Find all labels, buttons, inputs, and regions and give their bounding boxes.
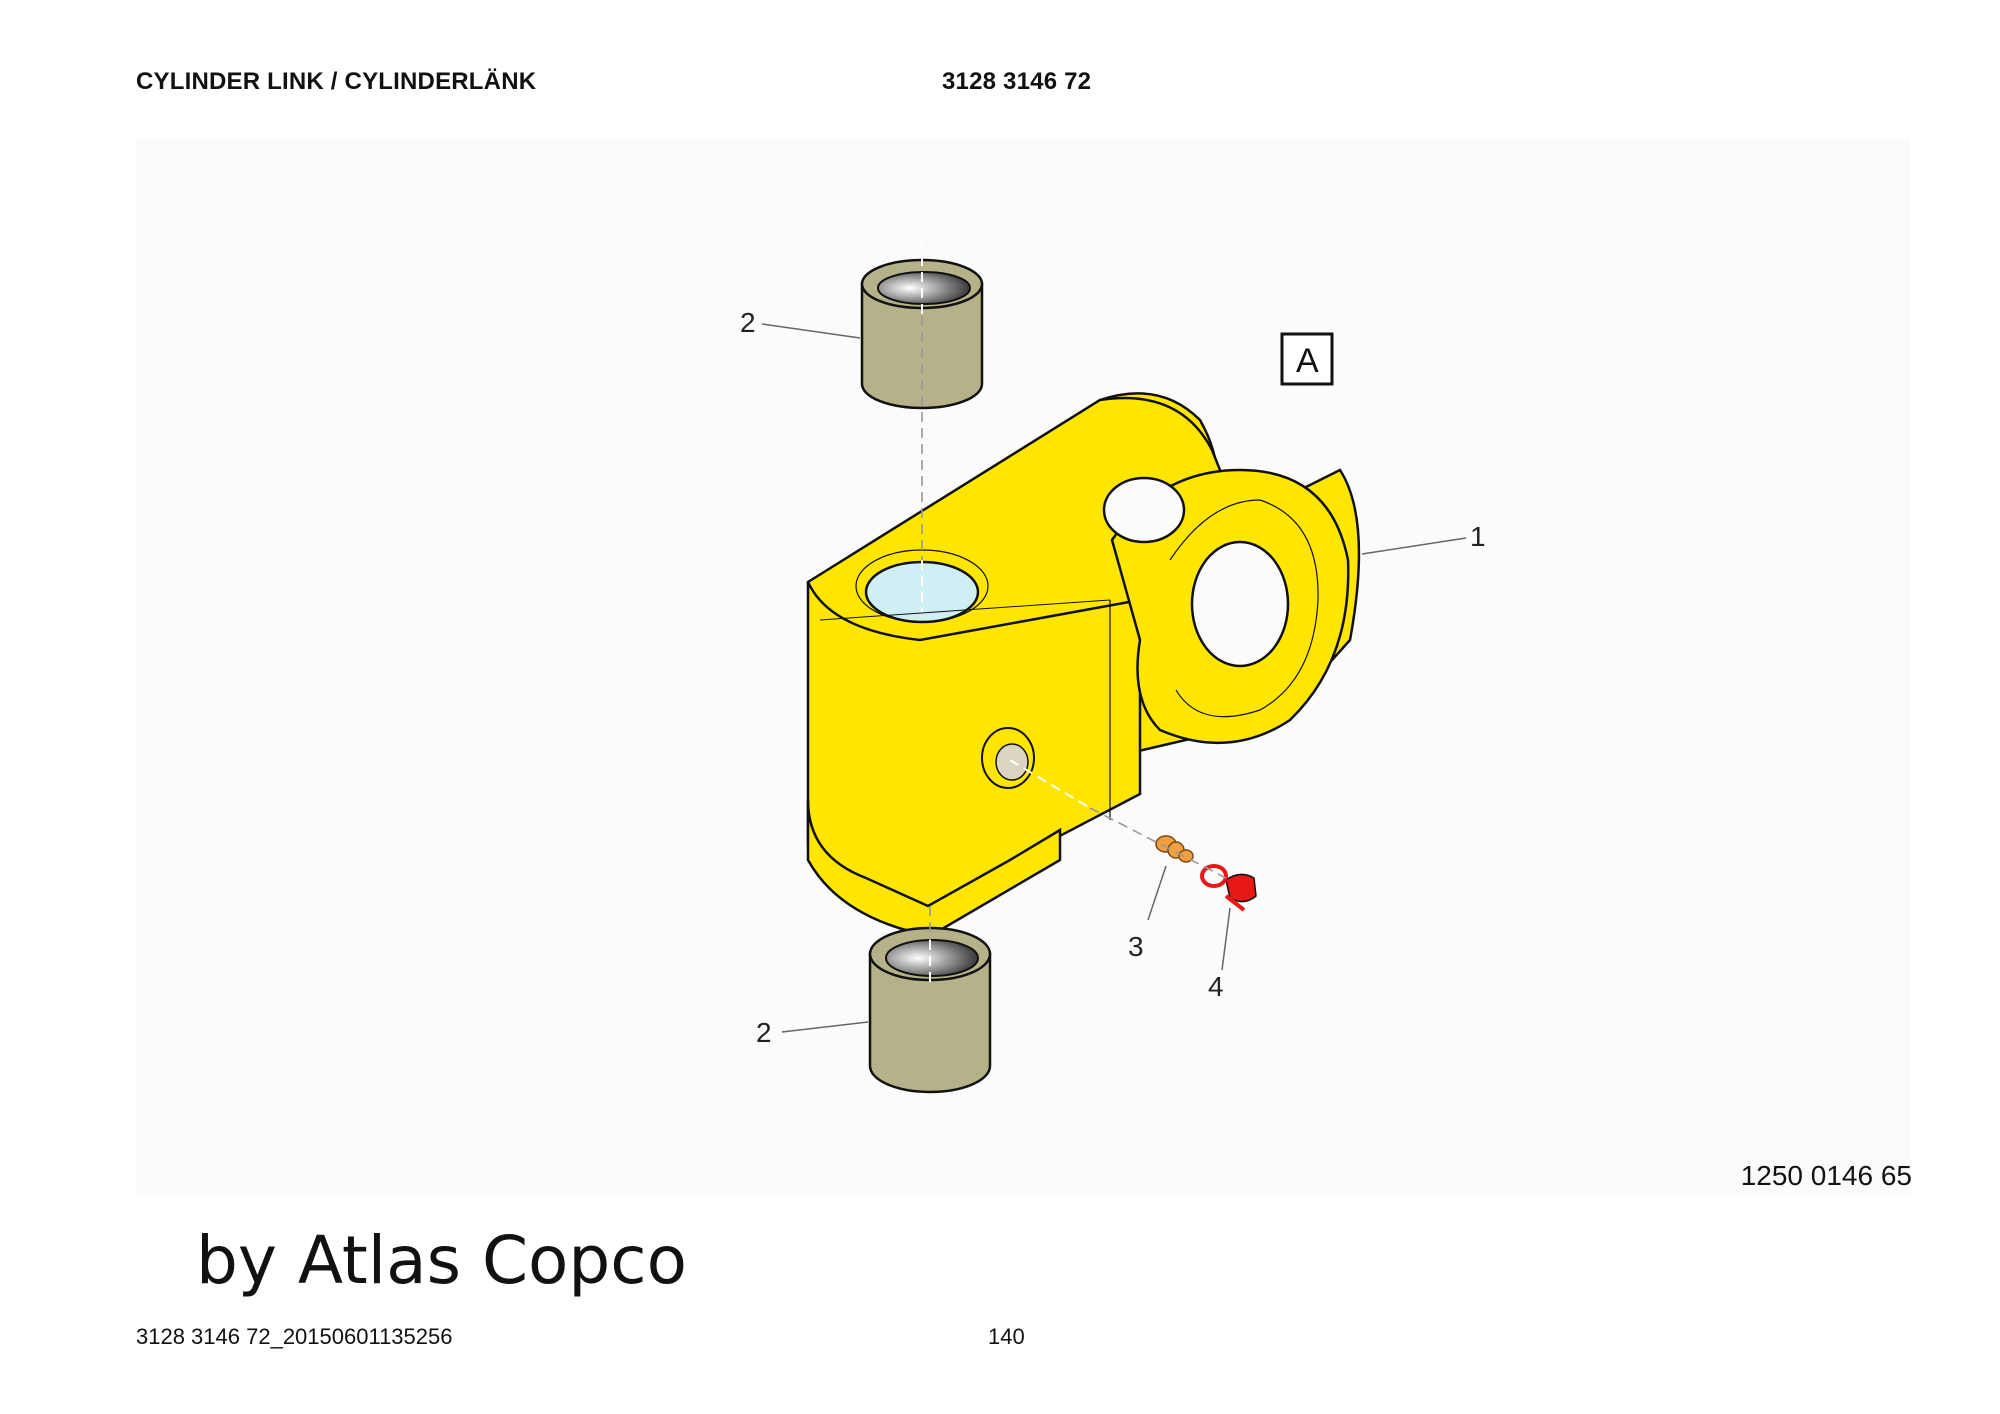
leader-lines bbox=[761, 323, 1467, 1033]
bushing-bottom bbox=[868, 926, 992, 1094]
figure-number: 1250 0146 65 bbox=[1740, 1160, 1912, 1191]
cylinder-link-body bbox=[806, 392, 1361, 938]
grease-nipple bbox=[1155, 835, 1194, 863]
view-label-box: A bbox=[1280, 332, 1334, 386]
protective-cap bbox=[1200, 864, 1257, 912]
footer-page-number: 140 bbox=[988, 1324, 1025, 1349]
footer-document-id: 3128 3146 72_20150601135256 bbox=[136, 1324, 453, 1349]
callout-2-bottom: 2 bbox=[756, 1017, 772, 1048]
center-lines bbox=[921, 240, 1091, 986]
bushing-top bbox=[860, 258, 984, 410]
callout-1: 1 bbox=[1470, 521, 1486, 552]
callout-2-top: 2 bbox=[740, 307, 756, 338]
watermark-text: by Atlas Copco bbox=[196, 1222, 687, 1299]
part-number: 3128 3146 72 bbox=[942, 68, 1092, 95]
callout-4: 4 bbox=[1208, 971, 1224, 1002]
document-title: CYLINDER LINK / CYLINDERLÄNK bbox=[136, 68, 537, 95]
view-label-letter: A bbox=[1296, 342, 1319, 380]
callout-3: 3 bbox=[1128, 931, 1144, 962]
center-lines-outside bbox=[921, 316, 1227, 940]
